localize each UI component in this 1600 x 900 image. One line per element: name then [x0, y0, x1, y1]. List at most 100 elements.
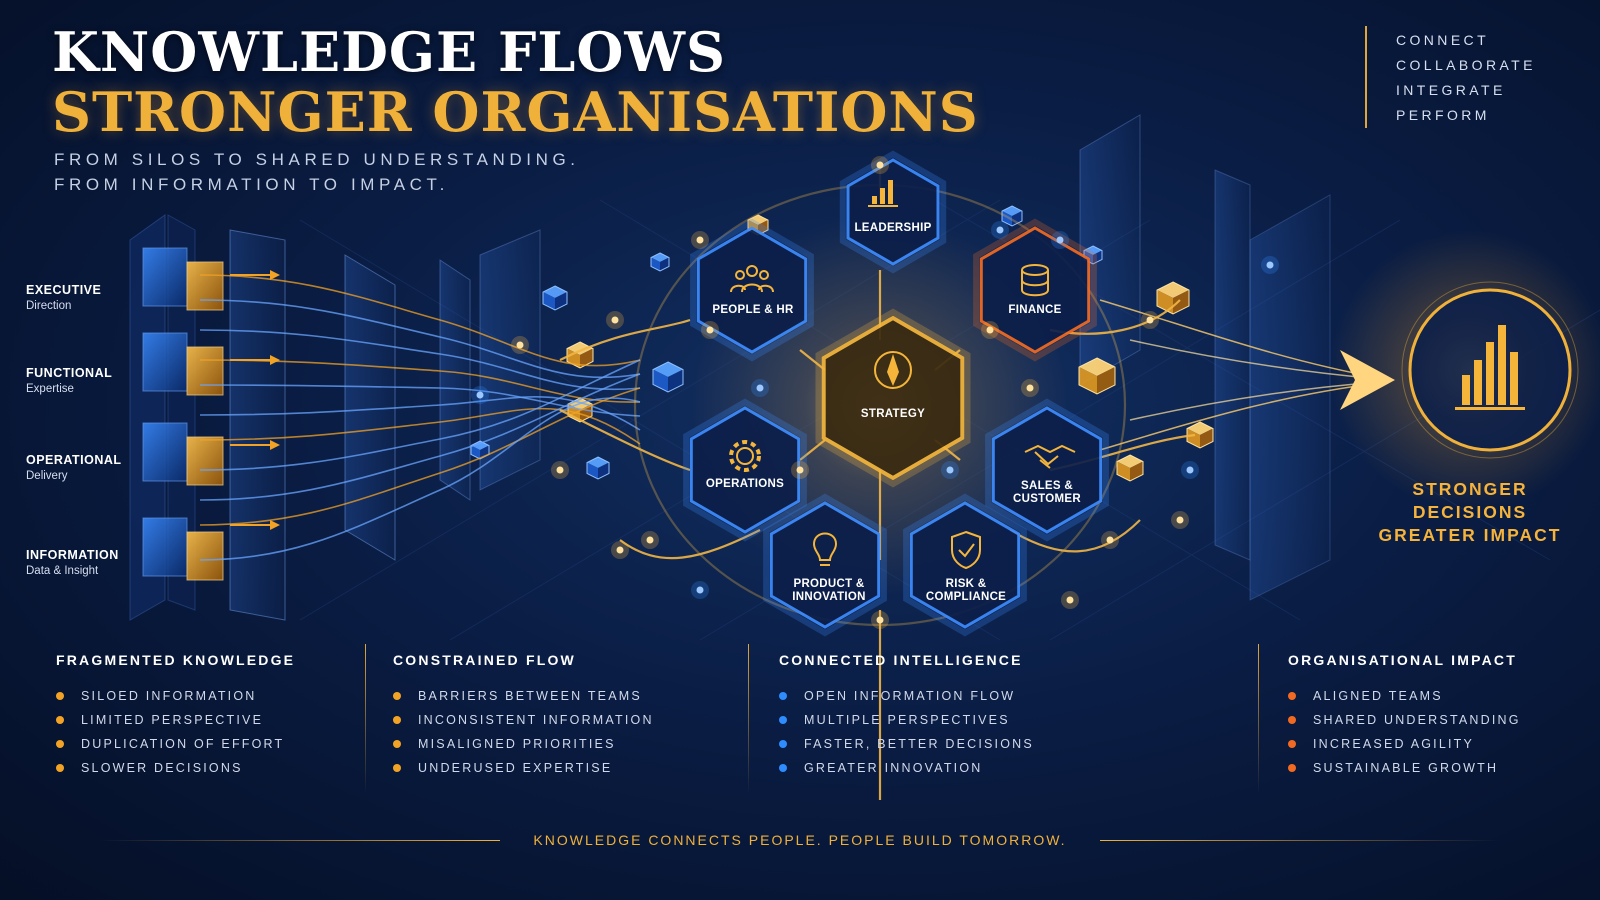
hex-center [821, 315, 965, 481]
hex-glow [973, 218, 1097, 362]
bullet-dot [779, 692, 787, 700]
hex-label-leadership: LEADERSHIP [854, 222, 932, 234]
tagline-perform: PERFORM [1396, 107, 1490, 123]
column-organisational-impact: ORGANISATIONAL IMPACT ALIGNED TEAMS SHAR… [1288, 652, 1521, 780]
gold-cube [566, 341, 594, 369]
layer-subtitle: Expertise [26, 383, 74, 395]
column-heading: CONSTRAINED FLOW [393, 652, 576, 668]
bullet-dot [1288, 692, 1296, 700]
network-node [1026, 384, 1034, 392]
column-heading: CONNECTED INTELLIGENCE [779, 652, 1023, 668]
bullet-dot [779, 764, 787, 772]
blue-cube [650, 252, 670, 272]
list-item: FASTER, BETTER DECISIONS [779, 732, 1034, 756]
list-item: SHARED UNDERSTANDING [1288, 708, 1521, 732]
silo-block [186, 436, 224, 486]
flow-line [199, 384, 641, 417]
bullet-dot [779, 740, 787, 748]
hex-glow [903, 493, 1027, 637]
handshake-icon [1024, 444, 1076, 469]
flow-line [199, 274, 641, 367]
growth-chart-icon [1455, 325, 1525, 410]
list-item: SLOWER DECISIONS [56, 756, 295, 780]
hex-label-product-innovation: PRODUCT & INNOVATION [792, 578, 866, 603]
layer-information: INFORMATION Data & Insight [26, 548, 119, 577]
silo-block [186, 261, 224, 311]
hex-tile [979, 226, 1091, 354]
hex-tile [846, 158, 940, 266]
tagline-collaborate: COLLABORATE [1396, 57, 1536, 73]
list-item: BARRIERS BETWEEN TEAMS [393, 684, 654, 708]
hex-glow [683, 398, 807, 542]
network-node [996, 226, 1004, 234]
title-line-2: STRONGER ORGANISATIONS [52, 80, 979, 144]
network-node [1066, 596, 1074, 604]
flow-line [199, 387, 641, 526]
subtitle-line-1: FROM SILOS TO SHARED UNDERSTANDING. [54, 150, 580, 169]
bullet-dot [1288, 764, 1296, 772]
silo-block [142, 422, 188, 482]
network-node [706, 326, 714, 334]
bullet-dot [393, 764, 401, 772]
flow-line [199, 299, 641, 379]
hex-glow [985, 398, 1109, 542]
blue-cube [1083, 245, 1103, 265]
flow-arrow [1099, 299, 1395, 451]
silo-block [186, 346, 224, 396]
list-item: MISALIGNED PRIORITIES [393, 732, 654, 756]
gear-icon [729, 440, 761, 472]
footer-line-left [100, 840, 500, 841]
bullet-dot [56, 716, 64, 724]
bullet-dot [393, 716, 401, 724]
silo-block [142, 517, 188, 577]
flow-line [199, 397, 641, 561]
flow-line [199, 359, 641, 403]
hex-label-strategy: STRATEGY [860, 408, 926, 420]
compass-icon [874, 351, 912, 389]
network-node [516, 341, 524, 349]
list-item: ALIGNED TEAMS [1288, 684, 1521, 708]
layer-title: OPERATIONAL [26, 453, 122, 467]
flow-line [199, 396, 641, 431]
blue-cube [542, 285, 568, 311]
network-node [476, 391, 484, 399]
bullet-dot [56, 692, 64, 700]
column-fragmented-knowledge: FRAGMENTED KNOWLEDGE SILOED INFORMATION … [56, 652, 295, 780]
hex-tile [909, 501, 1021, 629]
footer-slogan: KNOWLEDGE CONNECTS PEOPLE. PEOPLE BUILD … [533, 832, 1067, 848]
list-item: SUSTAINABLE GROWTH [1288, 756, 1521, 780]
network-node [696, 586, 704, 594]
bullet-dot [1288, 716, 1296, 724]
flow-arrow-head [270, 440, 280, 450]
hex-glow [763, 493, 887, 637]
column-divider [365, 644, 366, 794]
list-item: SILOED INFORMATION [56, 684, 295, 708]
layer-subtitle: Direction [26, 300, 72, 312]
network-node [796, 466, 804, 474]
layer-title: EXECUTIVE [26, 283, 102, 297]
network-node [556, 466, 564, 474]
tagline-integrate: INTEGRATE [1396, 82, 1506, 98]
column-connected-intelligence: CONNECTED INTELLIGENCE OPEN INFORMATION … [779, 652, 1034, 780]
silo-block [142, 332, 188, 392]
flow-line [199, 373, 641, 501]
people-icon [730, 265, 774, 293]
gold-cube [1116, 454, 1144, 482]
blue-cube [652, 361, 684, 393]
bullet-dot [56, 740, 64, 748]
shield-check-icon [951, 530, 981, 570]
network-node [946, 466, 954, 474]
flow-lines [199, 270, 641, 561]
layer-title: FUNCTIONAL [26, 366, 113, 380]
bullet-dot [779, 716, 787, 724]
column-divider [1258, 644, 1259, 794]
network-node [1106, 536, 1114, 544]
list-item: INCONSISTENT INFORMATION [393, 708, 654, 732]
column-divider [748, 644, 749, 794]
list-item: INCREASED AGILITY [1288, 732, 1521, 756]
network-node [611, 316, 619, 324]
database-icon [1021, 264, 1049, 297]
list-item: GREATER INNOVATION [779, 756, 1034, 780]
tagline-divider [1365, 26, 1367, 128]
